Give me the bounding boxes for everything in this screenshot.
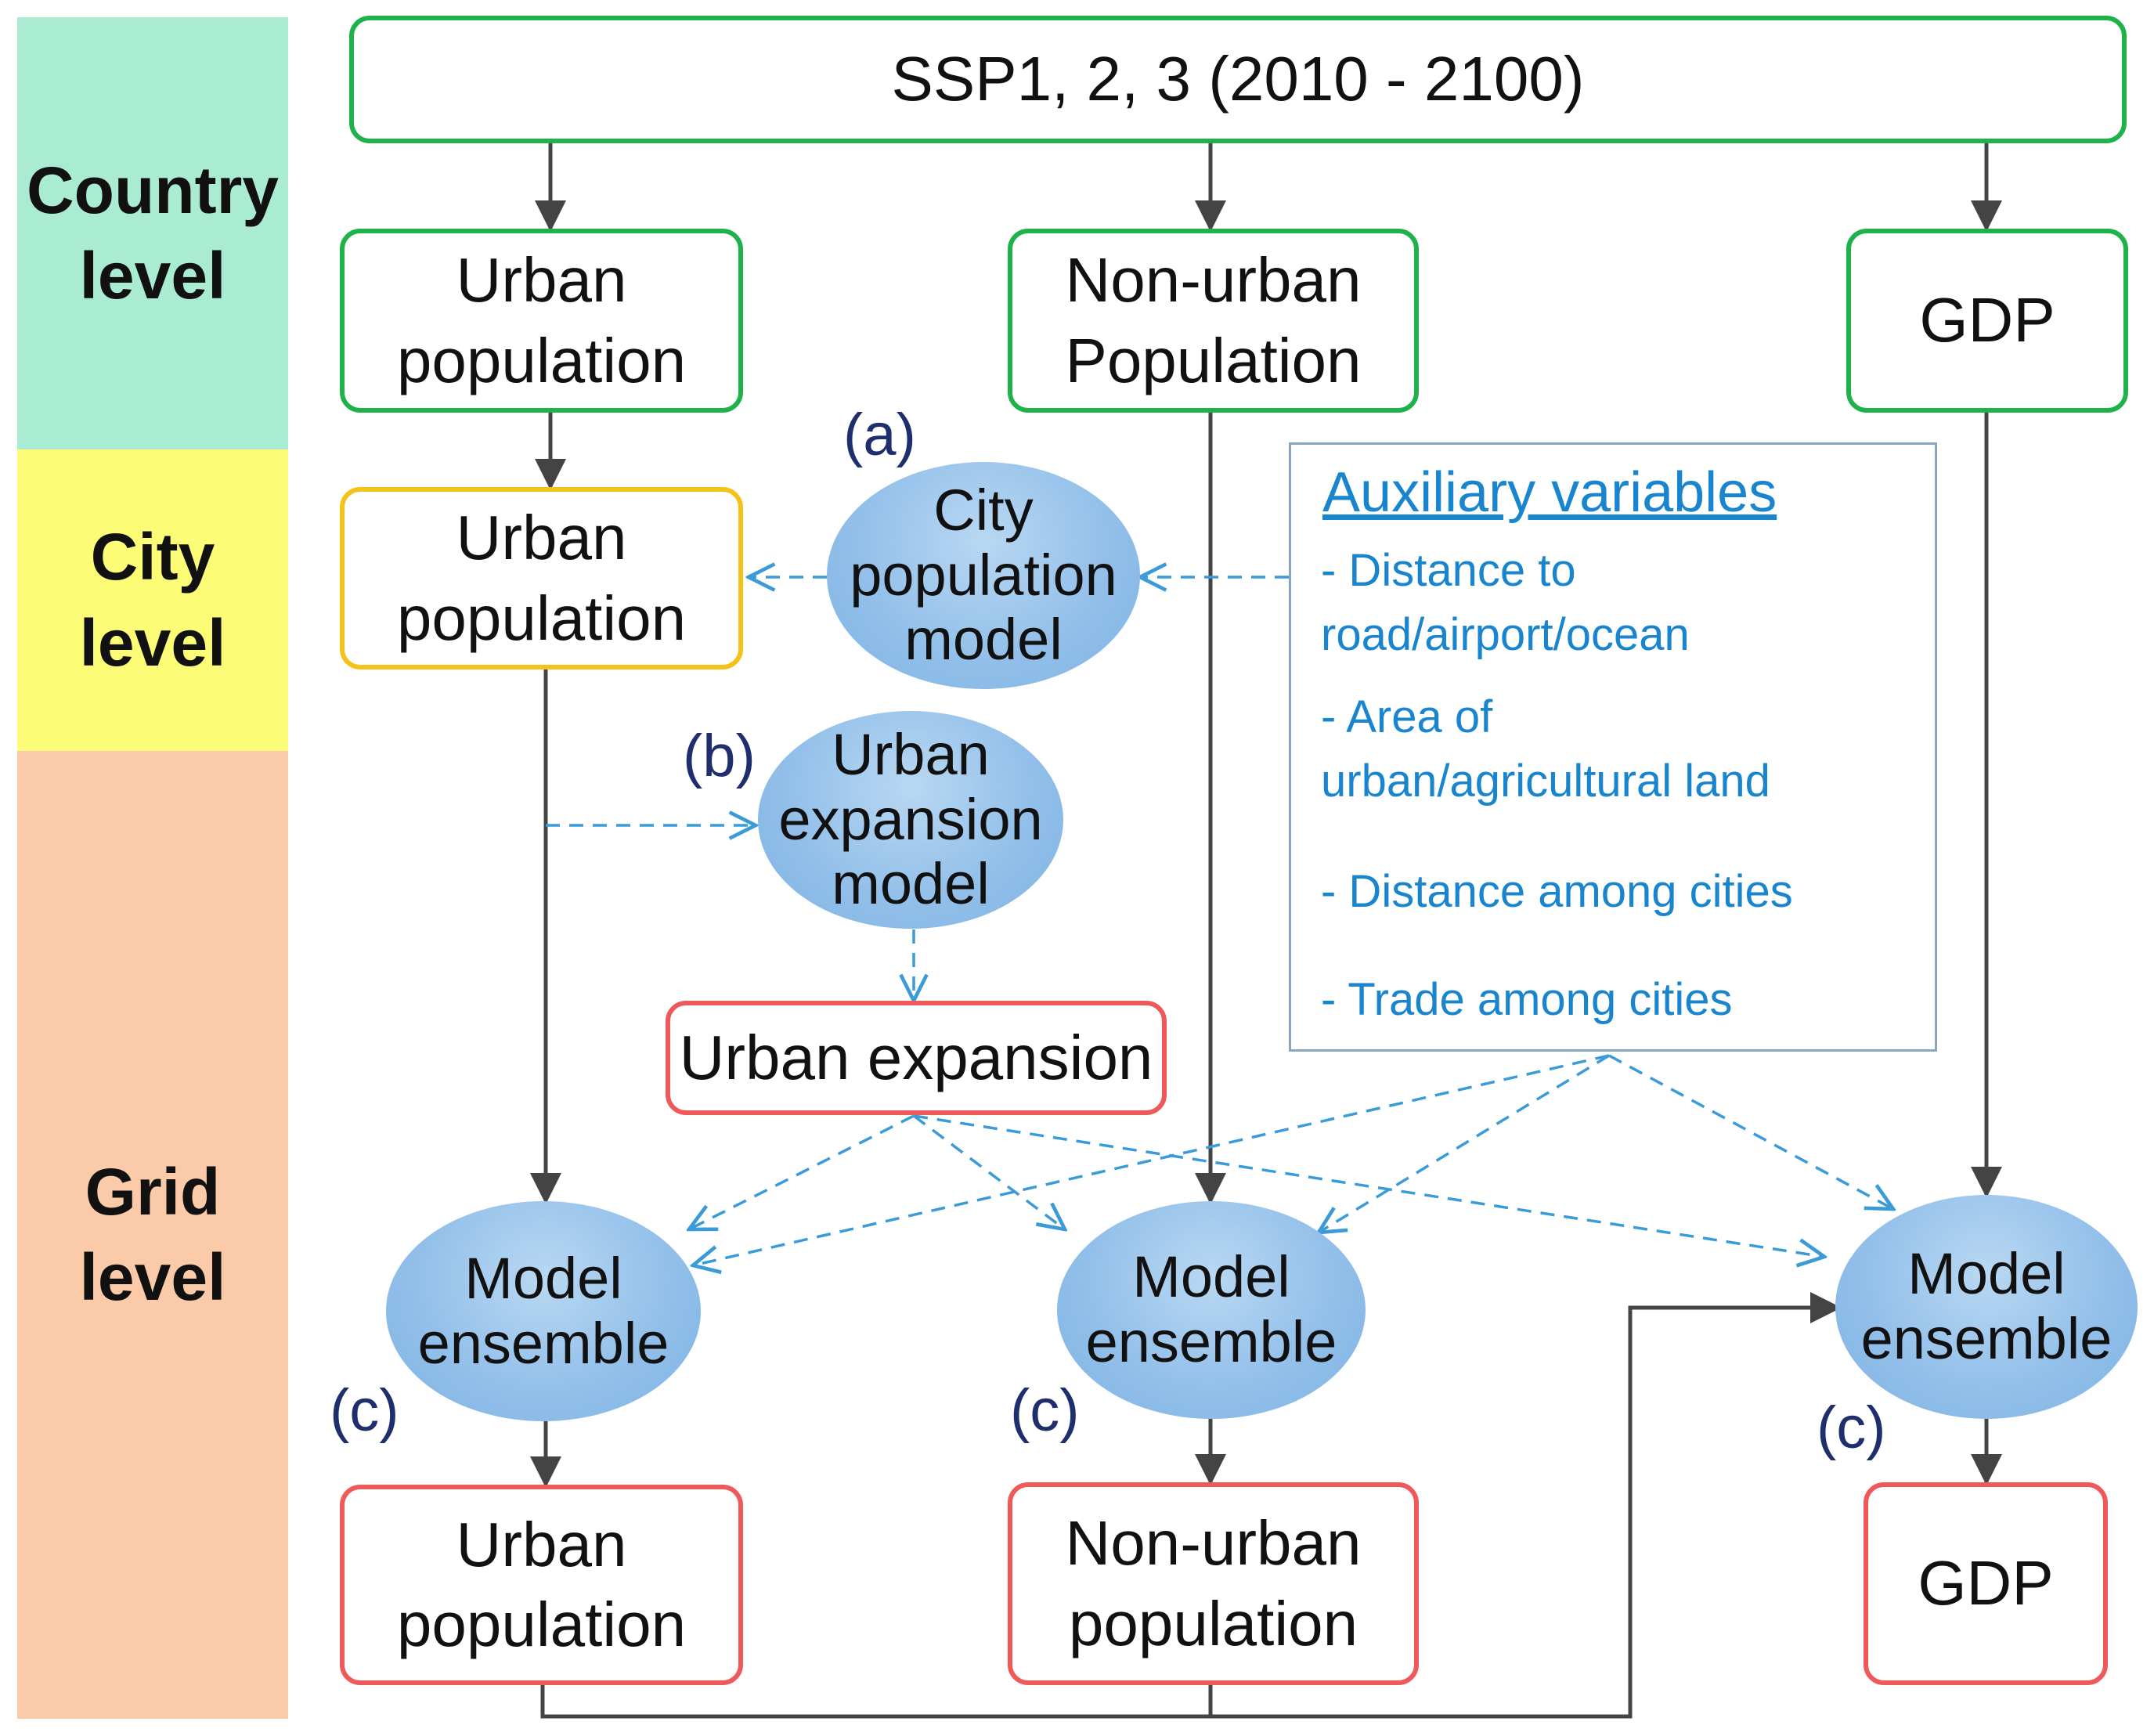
- aux-item-distance-road: - Distance to road/airport/ocean: [1321, 545, 1690, 661]
- model-ensemble-nonurban-label: Model ensemble: [1085, 1244, 1337, 1374]
- country-urban-population-box: Urban population: [340, 229, 743, 413]
- band-grid-label: Grid level: [79, 1154, 226, 1314]
- band-country-label: Country level: [27, 153, 279, 312]
- ssp-scenarios-label: SSP1, 2, 3 (2010 - 2100): [891, 44, 1585, 114]
- dash-aux-to-ensemble2: [1319, 1054, 1610, 1233]
- grid-gdp-box: GDP: [1864, 1482, 2108, 1685]
- aux-item-distance-cities: - Distance among cities: [1321, 866, 1793, 917]
- ensemble-nonurban-tag: (c): [1010, 1377, 1080, 1444]
- model-ensemble-nonurban: Model ensemble: [1057, 1201, 1366, 1419]
- grid-gdp-label: GDP: [1918, 1548, 2054, 1619]
- city-urban-population-label: Urban population: [396, 503, 687, 653]
- grid-nonurban-population-label: Non-urban population: [1065, 1508, 1362, 1658]
- country-nonurban-population-box: Non-urban Population: [1008, 229, 1419, 413]
- country-gdp-box: GDP: [1846, 229, 2128, 413]
- band-country-level: Country level: [17, 17, 288, 449]
- aux-item-trade-cities: - Trade among cities: [1321, 974, 1733, 1025]
- band-city-label: City level: [79, 520, 226, 680]
- city-population-model-label: City population model: [850, 477, 1117, 673]
- urban-expansion-model: Urban expansion model: [758, 711, 1063, 929]
- band-city-level: City level: [17, 449, 288, 751]
- grid-urban-population-box: Urban population: [340, 1485, 743, 1685]
- urban-expansion-label: Urban expansion: [679, 1022, 1153, 1092]
- auxiliary-variables-title: Auxiliary variables: [1322, 461, 1777, 524]
- dash-expansion-to-ensemble2: [912, 1114, 1065, 1229]
- grid-urban-population-label: Urban population: [396, 1509, 687, 1659]
- city-model-tag: (a): [843, 402, 916, 468]
- model-ensemble-urban-label: Model ensemble: [417, 1245, 669, 1376]
- urban-expansion-box: Urban expansion: [666, 1001, 1167, 1115]
- dash-aux-to-ensemble3: [1608, 1054, 1893, 1209]
- city-population-model: City population model: [827, 462, 1140, 689]
- aux-item-land-area: - Area of urban/agricultural land: [1321, 691, 1770, 807]
- dash-aux-to-ensemble1: [693, 1054, 1610, 1265]
- country-gdp-label: GDP: [1919, 285, 2055, 356]
- ensemble-gdp-tag: (c): [1817, 1395, 1886, 1461]
- band-grid-level: Grid level: [17, 751, 288, 1719]
- grid-nonurban-population-box: Non-urban population: [1008, 1482, 1419, 1685]
- auxiliary-variables-panel: Auxiliary variables - Distance to road/a…: [1289, 442, 1937, 1052]
- ssp-scenarios-box: SSP1, 2, 3 (2010 - 2100): [349, 16, 2127, 143]
- city-urban-population-box: Urban population: [340, 487, 743, 669]
- model-ensemble-urban: Model ensemble: [386, 1201, 701, 1421]
- urban-expansion-model-label: Urban expansion model: [778, 721, 1043, 917]
- arrow-population-to-gdp-ensemble: [540, 1292, 1842, 1719]
- country-urban-population-label: Urban population: [396, 245, 687, 395]
- ensemble-urban-tag: (c): [330, 1377, 399, 1444]
- expansion-model-tag: (b): [683, 723, 756, 789]
- country-nonurban-population-label: Non-urban Population: [1065, 245, 1362, 395]
- model-ensemble-gdp: Model ensemble: [1835, 1195, 2138, 1419]
- dash-expansion-to-ensemble1: [689, 1114, 915, 1229]
- model-ensemble-gdp-label: Model ensemble: [1860, 1241, 2113, 1371]
- dash-expansion-to-ensemble3: [913, 1114, 1824, 1257]
